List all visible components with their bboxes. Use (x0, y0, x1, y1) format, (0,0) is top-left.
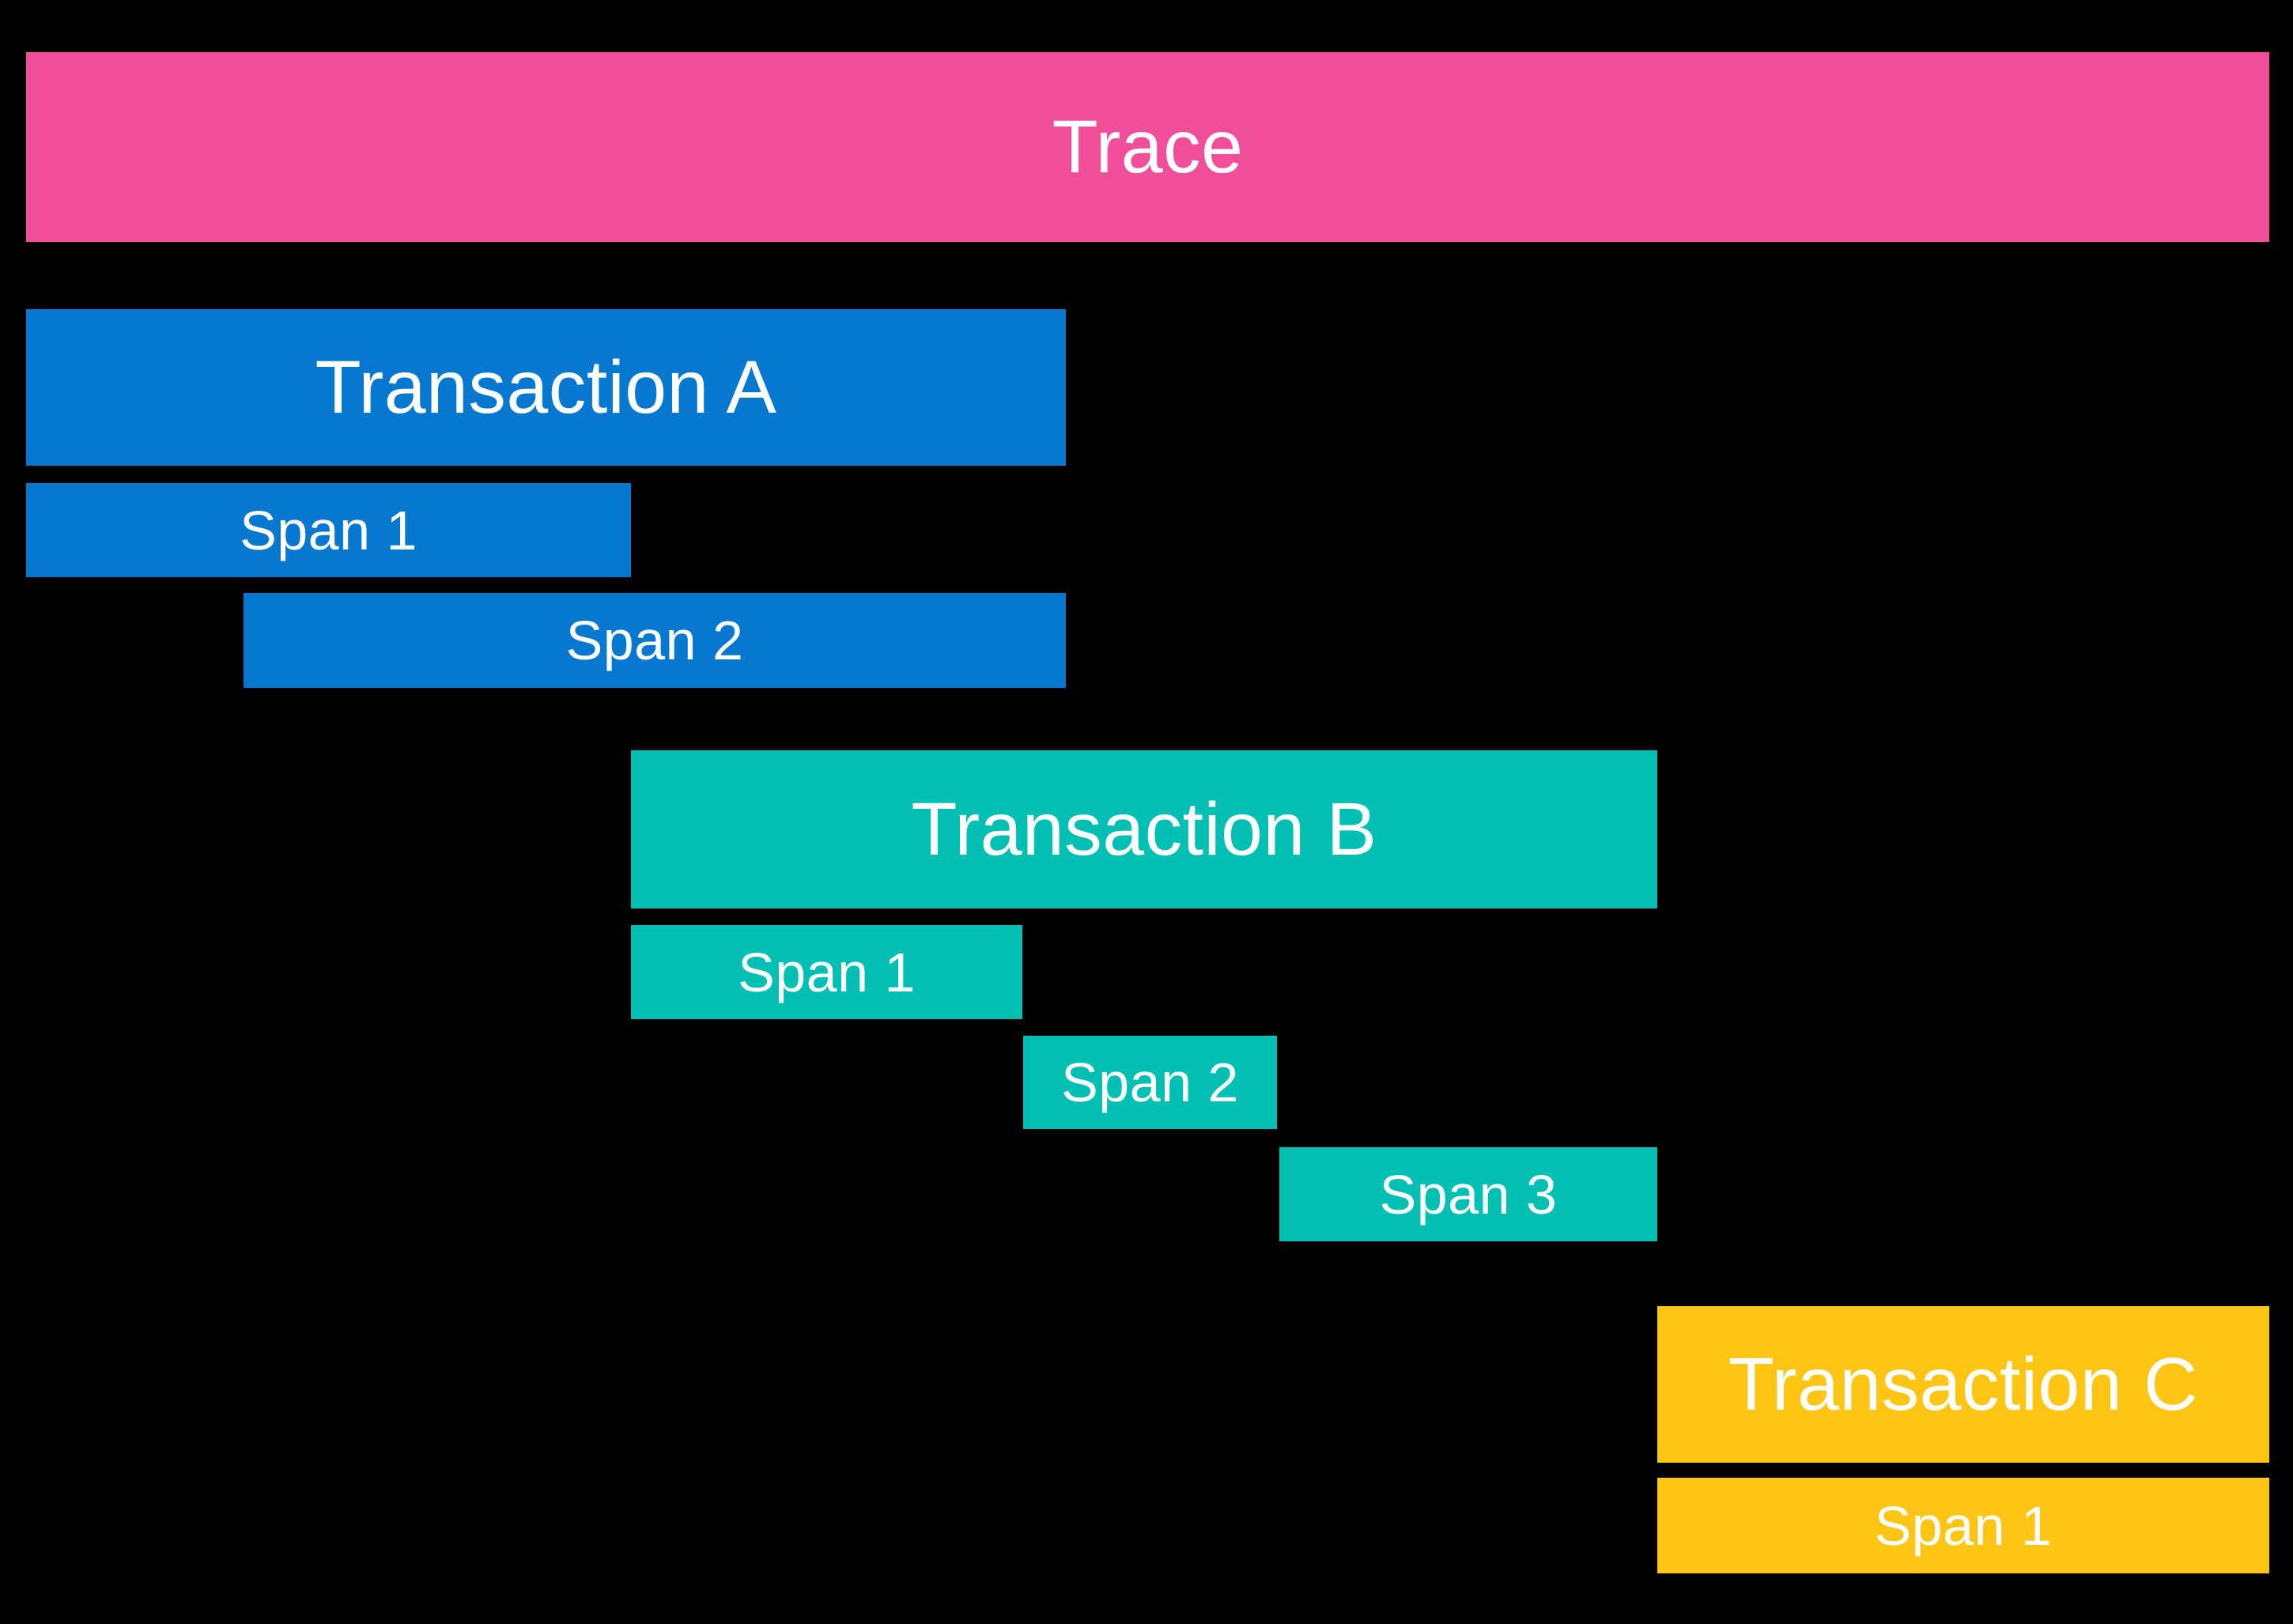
transaction-b-span-3-label: Span 3 (1379, 1163, 1558, 1226)
transaction-c-span-1-bar: Span 1 (1657, 1478, 2269, 1573)
transaction-a-span-1-bar: Span 1 (26, 483, 631, 577)
transaction-b-span-2-label: Span 2 (1061, 1052, 1239, 1113)
transaction-a-span-2-label: Span 2 (565, 610, 744, 671)
trace-label: Trace (1052, 104, 1244, 189)
transaction-b-bar: Transaction B (631, 750, 1657, 908)
transaction-b-span-3-bar: Span 3 (1279, 1147, 1657, 1241)
transaction-a-label: Transaction A (315, 345, 777, 429)
transaction-a-span-2-bar: Span 2 (244, 593, 1066, 688)
transaction-c-bar: Transaction C (1657, 1306, 2269, 1463)
trace-bar: Trace (26, 52, 2269, 242)
transaction-b-span-1-label: Span 1 (738, 941, 916, 1003)
transaction-b-span-1-bar: Span 1 (631, 925, 1022, 1019)
transaction-a-span-1-label: Span 1 (240, 499, 417, 561)
transaction-b-span-2-bar: Span 2 (1023, 1036, 1277, 1129)
transaction-c-span-1-label: Span 1 (1874, 1494, 2053, 1557)
transaction-b-label: Transaction B (911, 787, 1377, 871)
transaction-a-bar: Transaction A (26, 309, 1066, 466)
transaction-c-label: Transaction C (1728, 1342, 2199, 1426)
